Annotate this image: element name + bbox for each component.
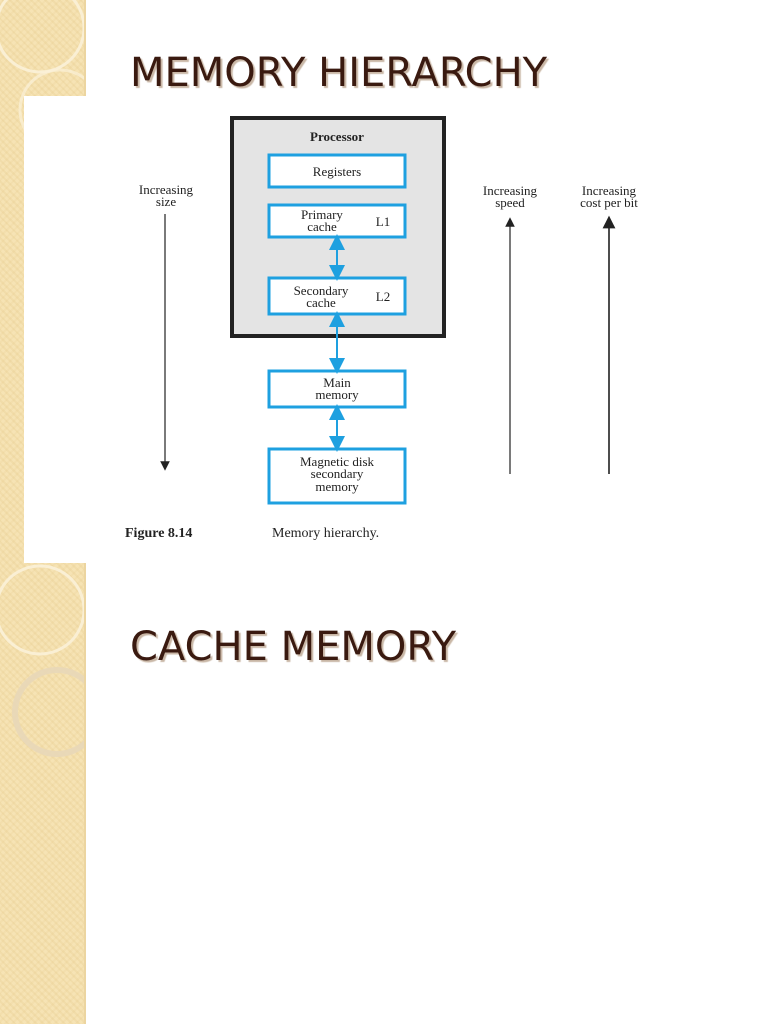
size-label-line2: size — [156, 194, 176, 209]
memory-hierarchy-diagram: Processor Registers Primary cache L1 Sec… — [125, 116, 638, 541]
main-memory-label-line2: memory — [315, 387, 359, 402]
magnetic-disk-label-line2: secondary — [311, 466, 364, 481]
main-memory-label-line1: Main — [323, 375, 351, 390]
primary-cache-label-line1: Primary — [301, 207, 343, 222]
size-label-line1: Increasing — [139, 182, 194, 197]
magnetic-disk-box — [267, 447, 407, 505]
magnetic-disk-label-line1: Magnetic disk — [300, 454, 375, 469]
memory-hierarchy-figure: Processor Registers Primary cache L1 Sec… — [24, 96, 768, 563]
speed-label-line1: Increasing — [483, 183, 538, 198]
registers-label: Registers — [313, 164, 361, 179]
main-memory-box — [267, 369, 407, 409]
processor-label: Processor — [310, 129, 364, 144]
cost-label-line1: Increasing — [582, 183, 637, 198]
slide-subtitle: CACHE MEMORY — [130, 624, 457, 670]
secondary-cache-box — [267, 276, 407, 316]
primary-cache-label-line2: cache — [307, 219, 337, 234]
secondary-cache-label-line2: cache — [306, 295, 336, 310]
registers-box — [267, 153, 407, 189]
primary-cache-level: L1 — [376, 214, 390, 229]
secondary-cache-level: L2 — [376, 289, 390, 304]
figure-caption-label: Figure 8.14 — [125, 526, 192, 541]
primary-cache-box — [267, 203, 407, 239]
speed-label-line2: speed — [495, 195, 525, 210]
cost-label-line2: cost per bit — [580, 195, 638, 210]
secondary-cache-label-line1: Secondary — [294, 283, 349, 298]
magnetic-disk-label-line3: memory — [315, 479, 359, 494]
figure-caption-text: Memory hierarchy. — [272, 526, 379, 541]
slide-title: MEMORY HIERARCHY — [130, 50, 548, 96]
